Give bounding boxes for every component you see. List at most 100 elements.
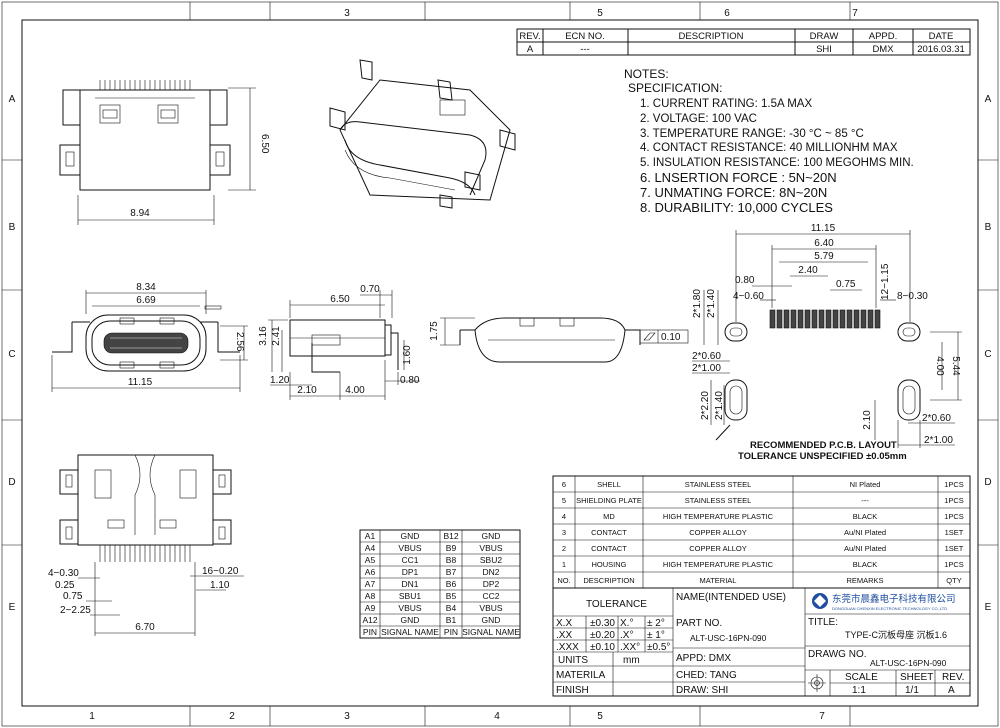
bom-cell: CONTACT <box>591 528 627 537</box>
row-label-A: A <box>9 94 16 105</box>
scale-label: SCALE <box>845 672 878 683</box>
pin-cell: B4 <box>446 603 457 613</box>
pin-cell: A7 <box>365 579 376 589</box>
sheet-label: SHEET <box>900 672 933 683</box>
pin-cell: VBUS <box>479 543 502 553</box>
row-label-B-right: B <box>985 222 992 233</box>
bottom-dim-025: 0.25 <box>55 580 75 591</box>
bom-cell: 1 <box>562 560 566 569</box>
bom-cell: SHELL <box>597 480 621 489</box>
bom-cell: CONTACT <box>591 544 627 553</box>
rev-val-appd: DMX <box>872 44 894 55</box>
pcb-dim-2100b: 2*1.00 <box>924 435 953 446</box>
profile-view: 1.75 0.10 <box>429 317 689 363</box>
pin-cell: A1 <box>365 531 376 541</box>
bom-cell: 6 <box>562 480 566 489</box>
pin-cell: A9 <box>365 603 376 613</box>
drawg-no-value: ALT-USC-16PN-090 <box>870 658 947 668</box>
title-value: TYPE-C沉板母座 沉板1.6 <box>845 629 947 640</box>
tol-r3-c4: ±0.5° <box>647 642 670 653</box>
rev-head-draw: DRAW <box>810 31 839 42</box>
bom-cell: 2 <box>562 544 566 553</box>
rev-head-ecn: ECN NO. <box>565 31 605 42</box>
dim-side-070: 0.70 <box>360 284 380 295</box>
pin-cell: VBUS <box>398 543 421 553</box>
title-block: TOLERANCE X.X ±0.30 X.° ± 2° .XX ±0.20 .… <box>552 587 971 697</box>
finish-label: FINISH <box>556 685 589 696</box>
dim-side-080: 0.80 <box>400 375 420 386</box>
bom-cell: 5 <box>562 496 566 505</box>
tol-r2-c4: ± 1° <box>647 630 665 641</box>
pcb-dim-2140: 2*1.40 <box>706 289 717 318</box>
bom-cell: HIGH TEMPERATURE PLASTIC <box>663 512 774 521</box>
pcb-dim-12115: 12−1.15 <box>880 263 891 300</box>
pcb-dim-579: 5.79 <box>814 251 834 262</box>
pin-cell: A8 <box>365 591 376 601</box>
rev-val-draw: SHI <box>816 44 832 55</box>
bottom-dim-670: 6.70 <box>135 622 155 633</box>
spec-item-5: 5. INSULATION RESISTANCE: 100 MEGOHMS MI… <box>640 157 914 169</box>
pin-head-sig1: SIGNAL NAME <box>381 627 439 637</box>
tol-r1-c3: X.° <box>620 618 633 629</box>
pcb-caption: RECOMMENDED P.C.B. LAYOUT <box>750 440 897 451</box>
tol-r3-c1: .XXX <box>556 642 579 653</box>
bom-cell: 4 <box>562 512 566 521</box>
bottom-dim-16020: 16−0.20 <box>202 566 239 577</box>
spec-item-7: 7. UNMATING FORCE: 8N~20N <box>640 185 827 200</box>
dim-top-width: 8.94 <box>130 208 150 219</box>
pin-cell: SBU1 <box>399 591 421 601</box>
row-label-C-right: C <box>984 349 991 360</box>
col-label-top-6: 6 <box>724 8 730 19</box>
rev-label: REV. <box>942 672 964 683</box>
name-label: NAME(INTENDED USE) <box>676 592 786 603</box>
bom-cell: Au/NI Plated <box>844 528 886 537</box>
bom-cell: 1SET <box>945 544 964 553</box>
bom-head-remarks: REMARKS <box>846 576 883 585</box>
ched-line: CHED: TANG <box>676 670 737 681</box>
rev-head-rev: REV. <box>519 31 540 42</box>
dim-side-120: 1.20 <box>270 375 290 386</box>
spec-title: SPECIFICATION: <box>628 81 722 95</box>
draw-line: DRAW: SHI <box>676 685 728 696</box>
front-view: 8.34 6.69 11.15 2.56 <box>51 282 248 392</box>
spec-item-6: 6. LNSERTION FORCE : 5N~20N <box>640 170 837 185</box>
col-label-top-3: 3 <box>344 8 350 19</box>
title-label: TITLE: <box>808 617 838 628</box>
bom-cell: STAINLESS STEEL <box>685 480 752 489</box>
pin-cell: A5 <box>365 555 376 565</box>
dim-side-241: 2.41 <box>271 326 282 346</box>
pin-cell: B1 <box>446 615 457 625</box>
bom-cell: BLACK <box>853 560 878 569</box>
bom-cell: 3 <box>562 528 566 537</box>
appd-line: APPD: DMX <box>676 653 731 664</box>
pcb-dim-2140b: 2*1.40 <box>714 391 725 420</box>
bom-cell: NI Plated <box>850 480 881 489</box>
bom-cell: SHIELDING PLATE <box>576 496 642 505</box>
pin-cell: B6 <box>446 579 457 589</box>
pin-cell: CC2 <box>482 591 499 601</box>
tol-r1-c2: ±0.30 <box>590 618 615 629</box>
bom-head-desc: DESCRIPTION <box>583 576 634 585</box>
rev-val-ecn: --- <box>580 44 590 55</box>
rev-head-desc: DESCRIPTION <box>679 31 744 42</box>
spec-item-1: 1. CURRENT RATING: 1.5A MAX <box>640 98 812 110</box>
bom-cell: STAINLESS STEEL <box>685 496 752 505</box>
bottom-dim-075: 0.75 <box>63 591 83 602</box>
dim-front-834: 8.34 <box>136 282 156 293</box>
bom-cell: 1SET <box>945 528 964 537</box>
pin-cell: CC1 <box>401 555 418 565</box>
side-view: 0.70 6.50 3.16 2.41 1.60 1.20 0.80 2.10 … <box>258 284 420 400</box>
pin-cell: B8 <box>446 555 457 565</box>
pin-head-pin1: PIN <box>363 627 377 637</box>
row-label-D: D <box>8 477 15 488</box>
row-label-D-right: D <box>984 477 991 488</box>
rev-val-rev: A <box>527 44 534 55</box>
pcb-dim-1115: 11.15 <box>811 223 836 234</box>
tol-r2-c1: .XX <box>556 630 572 641</box>
spec-item-8: 8. DURABILITY: 10,000 CYCLES <box>640 200 833 215</box>
pcb-tolerance-note: TOLERANCE UNSPECIFIED ±0.05mm <box>738 451 907 462</box>
